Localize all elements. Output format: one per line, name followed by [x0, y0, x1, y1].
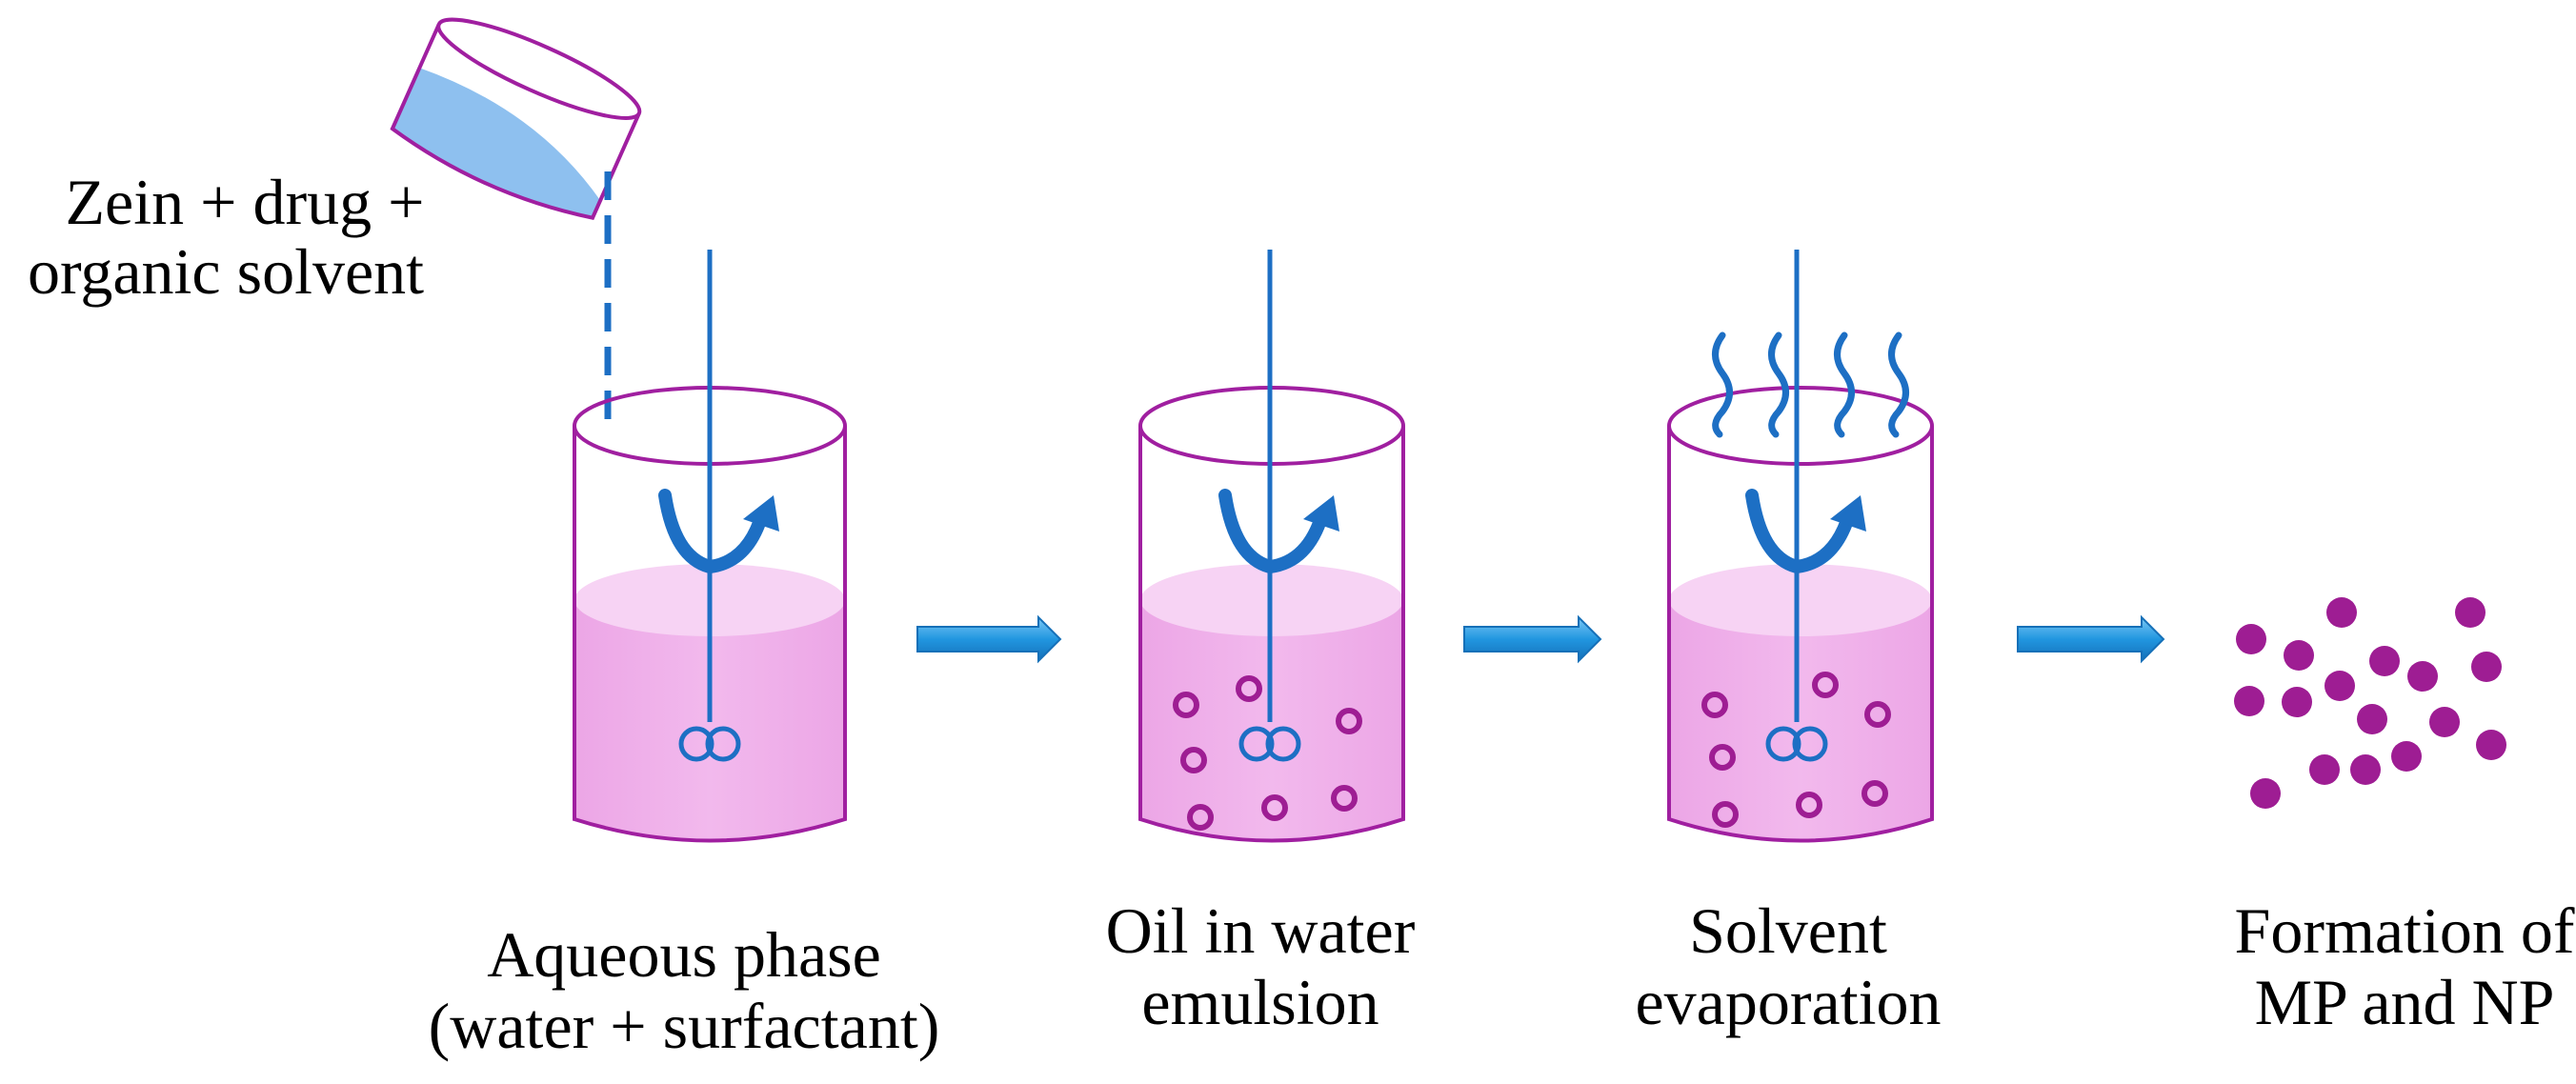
beaker-evaporation: [1667, 386, 1934, 843]
vapor-icon: [1712, 331, 1909, 438]
particle: [2282, 687, 2312, 717]
label-step3-line2: evaporation: [1636, 966, 1942, 1038]
label-step4-line2: MP and NP: [2255, 966, 2555, 1038]
oil-droplets: [1701, 672, 1891, 828]
label-input: Zein + drug + organic solvent: [28, 166, 425, 308]
label-input-line2: organic solvent: [28, 235, 424, 308]
oil-droplet: [1701, 692, 1728, 718]
oil-droplets: [1173, 675, 1362, 831]
label-step4-line1: Formation of: [2235, 894, 2575, 967]
particle: [2350, 754, 2381, 785]
rotation-arrow-icon: [1745, 489, 1866, 574]
label-emulsion: Oil in water emulsion: [1106, 894, 1416, 1038]
vapor-wave: [1712, 331, 1733, 438]
oil-droplet: [1796, 792, 1822, 818]
particle: [2250, 778, 2281, 809]
label-step2-line2: emulsion: [1141, 966, 1379, 1038]
particle: [2407, 661, 2438, 692]
label-formation: Formation of MP and NP: [2235, 894, 2575, 1038]
rotation-arrow-icon: [658, 489, 779, 574]
particle: [2476, 730, 2506, 760]
oil-droplet: [1712, 801, 1739, 828]
vapor-wave: [1834, 331, 1855, 438]
stirrer: [678, 250, 741, 762]
stirrer: [1765, 250, 1828, 762]
liquid: [1669, 600, 1932, 841]
label-evaporation: Solvent evaporation: [1636, 894, 1942, 1038]
particle: [2234, 686, 2264, 716]
particle: [2309, 754, 2340, 785]
oil-droplet: [1173, 692, 1199, 718]
particle: [2391, 741, 2422, 772]
process-arrow-1: [916, 614, 1062, 664]
oil-droplet: [1261, 794, 1288, 821]
oil-droplet: [1812, 672, 1839, 698]
liquid-surface: [1669, 564, 1932, 636]
oil-droplet: [1864, 701, 1891, 728]
particle: [2236, 624, 2266, 654]
oil-droplet: [1187, 804, 1214, 831]
label-step2-line1: Oil in water: [1106, 894, 1416, 967]
oil-droplet: [1709, 744, 1736, 771]
label-step1-line1: Aqueous phase: [487, 918, 881, 991]
pouring-cup: [390, 17, 642, 220]
particle: [2326, 597, 2357, 628]
stirrer: [1238, 250, 1301, 762]
process-arrow-3: [2017, 614, 2165, 664]
vapor-wave: [1888, 331, 1909, 438]
particle: [2324, 671, 2355, 701]
particle: [2455, 597, 2485, 628]
particle: [2284, 640, 2314, 671]
cup-liquid: [392, 68, 601, 218]
particle: [2471, 652, 2502, 682]
label-step3-line1: Solvent: [1689, 894, 1887, 967]
process-arrow-2: [1463, 614, 1602, 664]
oil-droplet: [1331, 785, 1358, 812]
oil-droplet: [1236, 675, 1262, 702]
particle: [2369, 646, 2400, 676]
oil-droplet: [1180, 747, 1207, 773]
particles-mp-np: [2234, 597, 2506, 809]
vapor-wave: [1768, 331, 1789, 438]
oil-droplet: [1862, 780, 1888, 807]
particle: [2429, 707, 2460, 737]
particle: [2357, 704, 2387, 734]
label-step1-line2: (water + surfactant): [429, 990, 940, 1062]
label-input-line1: Zein + drug +: [66, 166, 425, 238]
oil-droplet: [1336, 708, 1362, 734]
rotation-arrow-icon: [1218, 489, 1339, 574]
label-aqueous-phase: Aqueous phase (water + surfactant): [429, 918, 940, 1062]
